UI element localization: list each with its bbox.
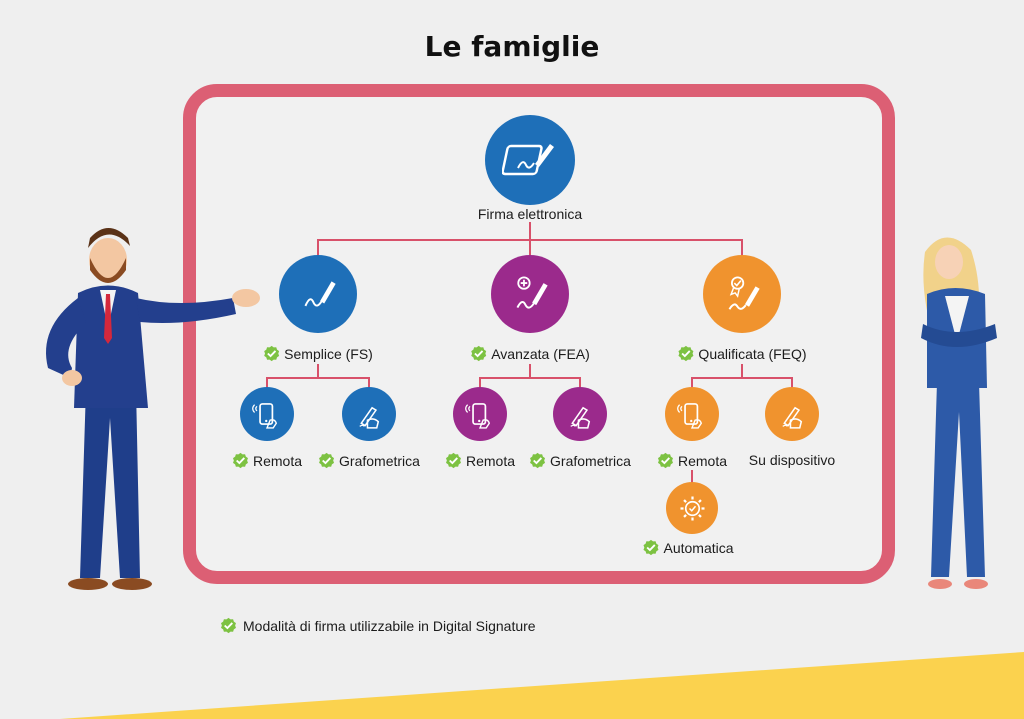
check-badge-icon <box>658 452 673 469</box>
child-circle-2-2 <box>666 482 718 534</box>
child-label-1-0-text: Remota <box>465 452 516 469</box>
child-connector-0-1 <box>368 377 370 389</box>
family-label-2-text: Qualificata (FEQ) <box>698 345 807 362</box>
check-badge-icon <box>530 452 546 469</box>
child-circle-1-1 <box>553 387 607 441</box>
child-label-2-0: Remota <box>657 452 727 469</box>
child-label-2-2-text: Automatica <box>663 539 734 556</box>
root-connector-vertical <box>529 222 531 240</box>
family-connector-2 <box>741 239 743 259</box>
family-child-bar-2 <box>692 377 792 379</box>
child-circle-1-0 <box>453 387 507 441</box>
check-badge-icon <box>446 452 461 469</box>
family-circle-0 <box>279 255 357 333</box>
pen-plus-icon <box>516 275 548 309</box>
woman-character-illustration <box>921 237 997 589</box>
hand-pen-icon <box>782 406 803 429</box>
child-label-0-1: Grafometrica <box>318 452 420 469</box>
child-label-1-1: Grafometrica <box>529 452 631 469</box>
child-label-2-0-text: Remota <box>677 452 728 469</box>
check-badge-icon <box>264 345 280 362</box>
child-connector-2-2 <box>691 470 693 484</box>
child-circle-0-0 <box>240 387 294 441</box>
legend-label: Modalità di firma utilizzabile in Digita… <box>243 617 536 634</box>
child-label-0-0-text: Remota <box>252 452 303 469</box>
check-badge-icon <box>678 345 694 362</box>
child-connector-0-0 <box>266 377 268 389</box>
check-badge-icon <box>319 452 335 469</box>
check-badge-icon <box>233 452 248 469</box>
child-label-2-1: Su dispositivo <box>749 452 835 468</box>
family-label-0: Semplice (FS) <box>263 345 373 362</box>
smartphone-icon <box>677 403 703 429</box>
family-child-stem-0 <box>317 364 319 378</box>
child-label-1-1-text: Grafometrica <box>550 452 631 469</box>
family-child-bar-1 <box>480 377 580 379</box>
child-connector-1-0 <box>479 377 481 389</box>
family-connector-1 <box>529 239 531 259</box>
legend: Modalità di firma utilizzabile in Digita… <box>220 617 536 634</box>
family-child-bar-0 <box>267 377 369 379</box>
smartphone-icon <box>252 403 278 429</box>
family-label-1: Avanzata (FEA) <box>470 345 590 362</box>
child-circle-0-1 <box>342 387 396 441</box>
root-circle <box>485 115 575 205</box>
hand-pen-icon <box>570 406 591 429</box>
child-label-2-2: Automatica <box>642 539 734 556</box>
gear-check-icon <box>680 496 704 520</box>
child-label-0-0: Remota <box>232 452 302 469</box>
child-label-1-0: Remota <box>445 452 515 469</box>
family-connector-0 <box>317 239 319 259</box>
pen-badge-icon <box>728 275 760 310</box>
child-connector-1-1 <box>579 377 581 389</box>
smartphone-icon <box>465 403 491 429</box>
family-child-stem-2 <box>741 364 743 378</box>
family-label-2: Qualificata (FEQ) <box>677 345 807 362</box>
family-label-0-text: Semplice (FS) <box>284 345 373 362</box>
family-circle-1 <box>491 255 569 333</box>
page-title: Le famiglie <box>424 30 600 63</box>
signature-pad-icon <box>502 144 554 176</box>
child-connector-2-0 <box>691 377 693 389</box>
family-circle-2 <box>703 255 781 333</box>
child-connector-2-1 <box>791 377 793 389</box>
hand-pen-icon <box>359 406 380 429</box>
family-child-stem-1 <box>529 364 531 378</box>
check-badge-icon <box>471 345 487 362</box>
man-character-illustration <box>46 228 260 590</box>
check-badge-icon <box>643 539 659 556</box>
root-label-text: Firma elettronica <box>477 206 583 222</box>
child-label-2-1-text: Su dispositivo <box>748 452 836 468</box>
family-label-1-text: Avanzata (FEA) <box>491 345 590 362</box>
pen-signature-icon <box>304 280 336 307</box>
child-circle-2-0 <box>665 387 719 441</box>
check-badge-icon <box>221 617 236 634</box>
child-circle-2-1 <box>765 387 819 441</box>
root-label: Firma elettronica <box>478 206 582 222</box>
child-label-0-1-text: Grafometrica <box>339 452 420 469</box>
